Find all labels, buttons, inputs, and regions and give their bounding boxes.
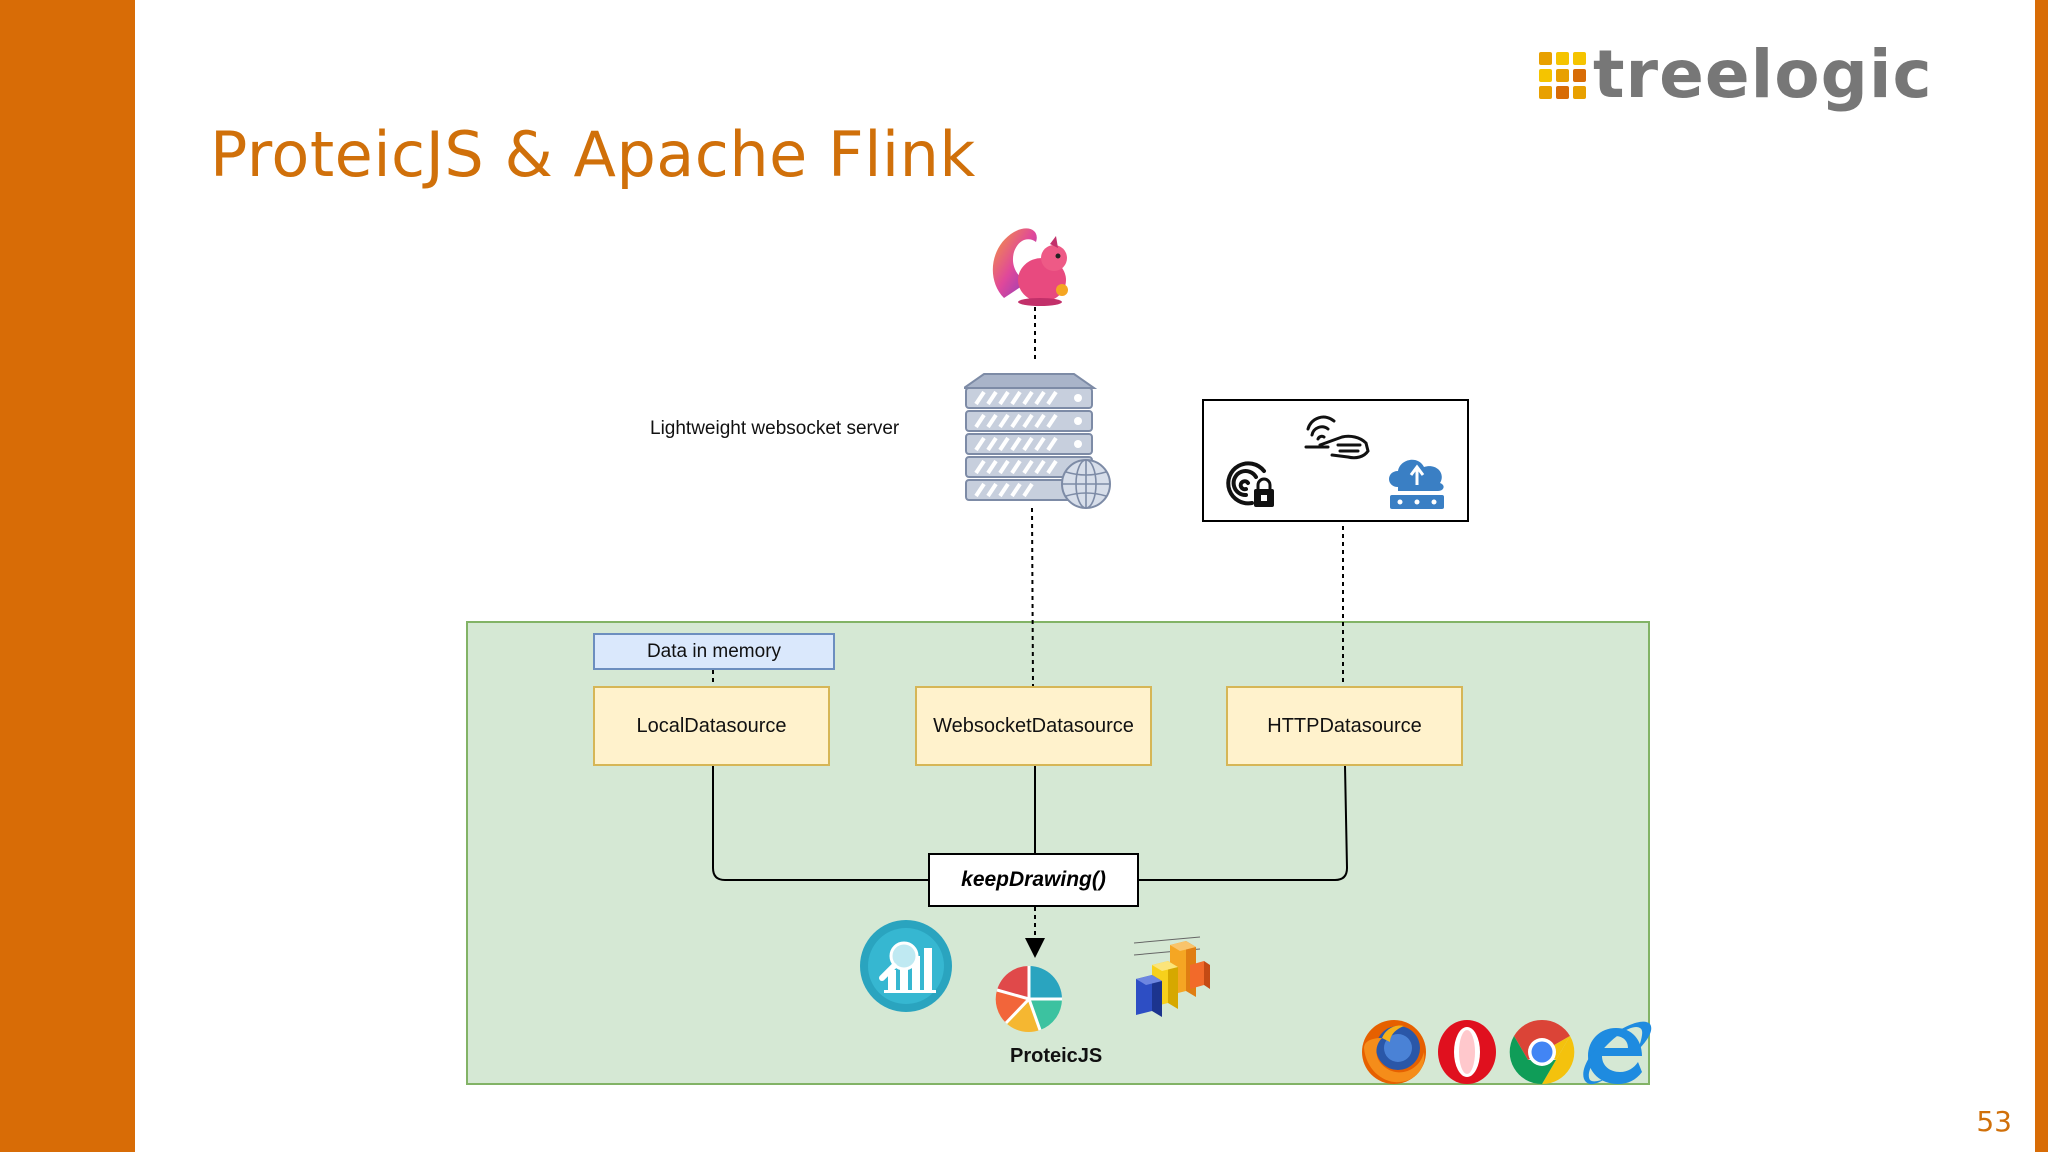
keepdrawing-function-box: keepDrawing()	[928, 853, 1139, 907]
analytics-magnifier-icon	[860, 920, 952, 1012]
opera-icon	[1438, 1020, 1496, 1084]
proteicjs-label: ProteicJS	[1010, 1045, 1103, 1067]
local-datasource-box: LocalDatasource	[593, 686, 830, 766]
server-to-websocket-line	[1031, 507, 1034, 687]
slide-title: ProteicJS & Apache Flink	[210, 118, 976, 191]
iot-sources-box	[1202, 399, 1469, 522]
http-datasource-box: HTTPDatasource	[1226, 686, 1463, 766]
server-label: Lightweight websocket server	[650, 418, 900, 439]
treelogic-logo: treelogic	[1535, 36, 2005, 122]
fingerprint-lock-icon	[1226, 461, 1274, 507]
chrome-icon	[1509, 1019, 1575, 1085]
left-accent-bar	[0, 0, 135, 1152]
ie-icon	[1583, 1021, 1652, 1085]
local-to-keepdrawing-line	[712, 766, 928, 881]
right-accent-bar	[2035, 0, 2048, 1152]
server-globe-icon	[964, 373, 1111, 509]
websocket-datasource-box: WebsocketDatasource	[915, 686, 1152, 766]
treelogic-logo-text: treelogic	[1593, 36, 1933, 113]
treelogic-logo-mark	[1539, 52, 1586, 99]
pie-chart-icon	[995, 965, 1062, 1033]
wireless-hand-icon	[1304, 415, 1370, 460]
firefox-icon	[1362, 1020, 1426, 1084]
http-to-keepdrawing-line	[1139, 765, 1349, 881]
data-in-memory-box: Data in memory	[593, 633, 835, 670]
squirrel-flink-icon	[992, 228, 1068, 306]
page-number: 53	[1976, 1105, 2012, 1138]
bar-chart-3d-icon	[1133, 936, 1210, 1017]
cloud-network-icon	[1389, 459, 1444, 509]
